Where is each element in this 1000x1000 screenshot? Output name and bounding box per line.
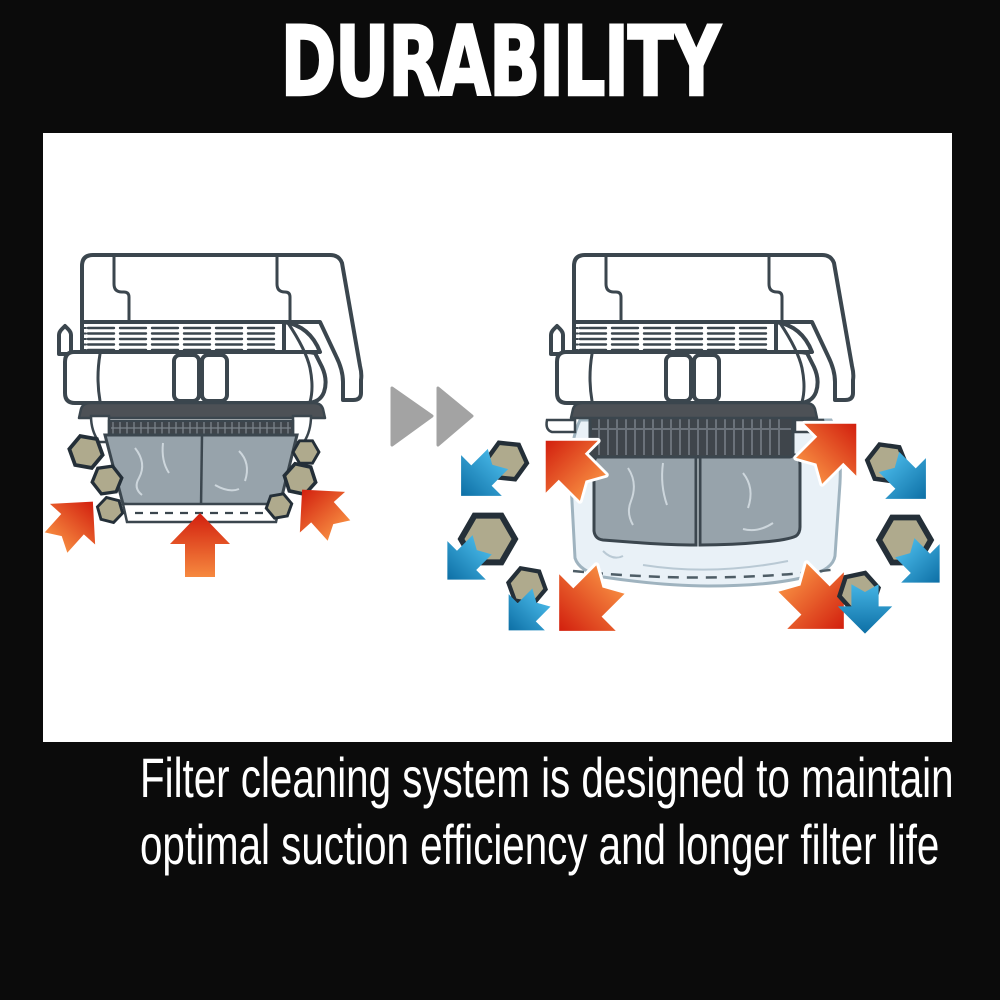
filter-cleaning-diagram [43,133,952,742]
cloth-wrinkles [134,442,248,496]
filter-cloth-clean [592,453,802,547]
cloth-wrinkles [627,462,774,532]
separator [390,386,474,447]
chevron-right-icon [436,386,474,447]
caption-line2: optimal suction efficiency and longer fi… [140,813,940,876]
caption: Filter cleaning system is designed to ma… [140,744,954,878]
pleated-filter-extended [588,415,795,459]
page-title: DURABILITY [280,6,722,118]
caption-line1: Filter cleaning system is designed to ma… [140,746,954,809]
stage-after [428,253,952,659]
pleat-ribs [111,422,291,434]
stage-before [43,253,364,577]
dust-hexagon-icon [291,439,321,465]
illustration-panel [43,133,952,742]
cloth-seam [199,434,204,508]
pleat-ribs [592,419,791,455]
bag-wrinkles [602,550,789,571]
chevron-right-icon [390,386,434,447]
